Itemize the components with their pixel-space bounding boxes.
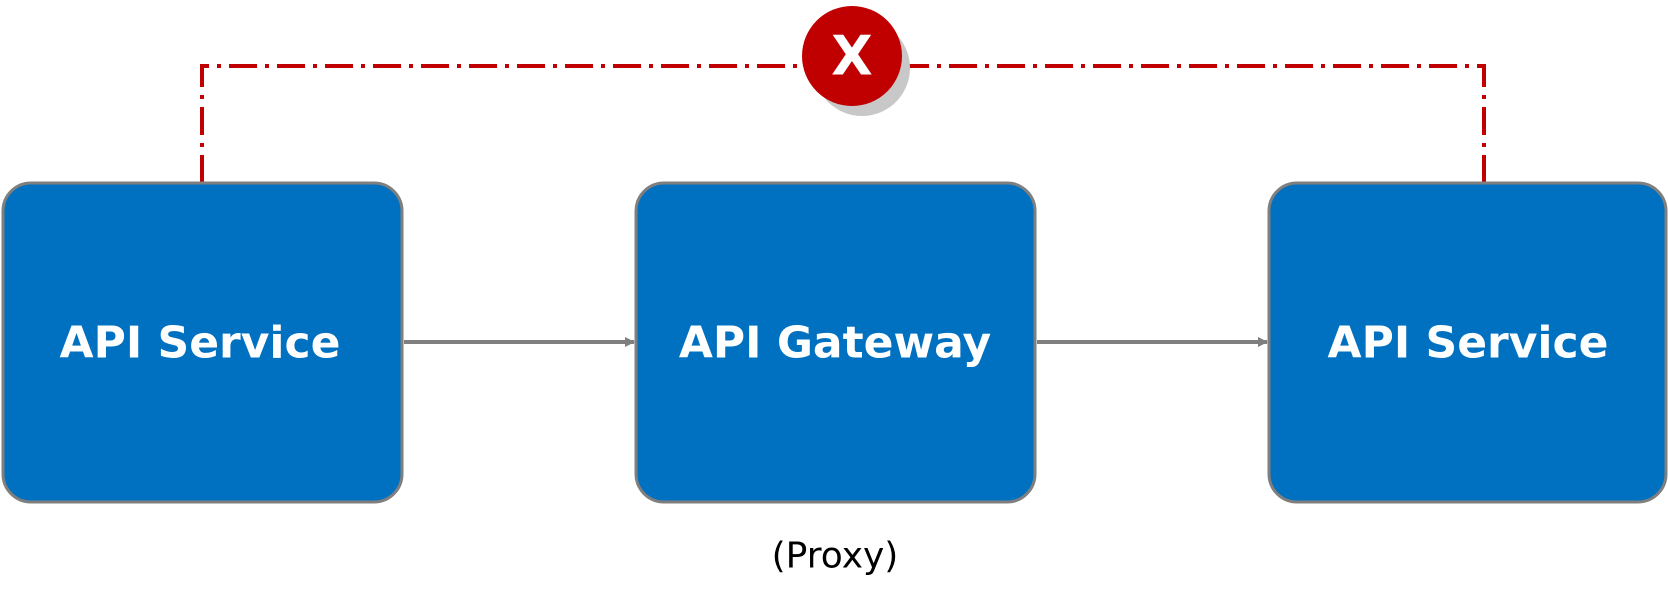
node-left-api-service-label: API Service [60, 318, 341, 369]
blocked-mark: X [831, 25, 873, 88]
node-left-api-service-box [1, 181, 404, 504]
blocked-badge [802, 6, 902, 106]
node-right-api-service: API Service [1267, 181, 1668, 504]
node-right-api-service-box [1267, 181, 1668, 504]
node-api-gateway-label: API Gateway [679, 318, 991, 369]
node-api-gateway: API Gateway [634, 181, 1037, 504]
node-left-api-service: API Service [1, 181, 404, 504]
blocked-x-icon: X [802, 6, 910, 116]
gateway-caption: (Proxy) [772, 536, 899, 577]
node-api-gateway-box [634, 181, 1037, 504]
node-right-api-service-label: API Service [1328, 318, 1609, 369]
